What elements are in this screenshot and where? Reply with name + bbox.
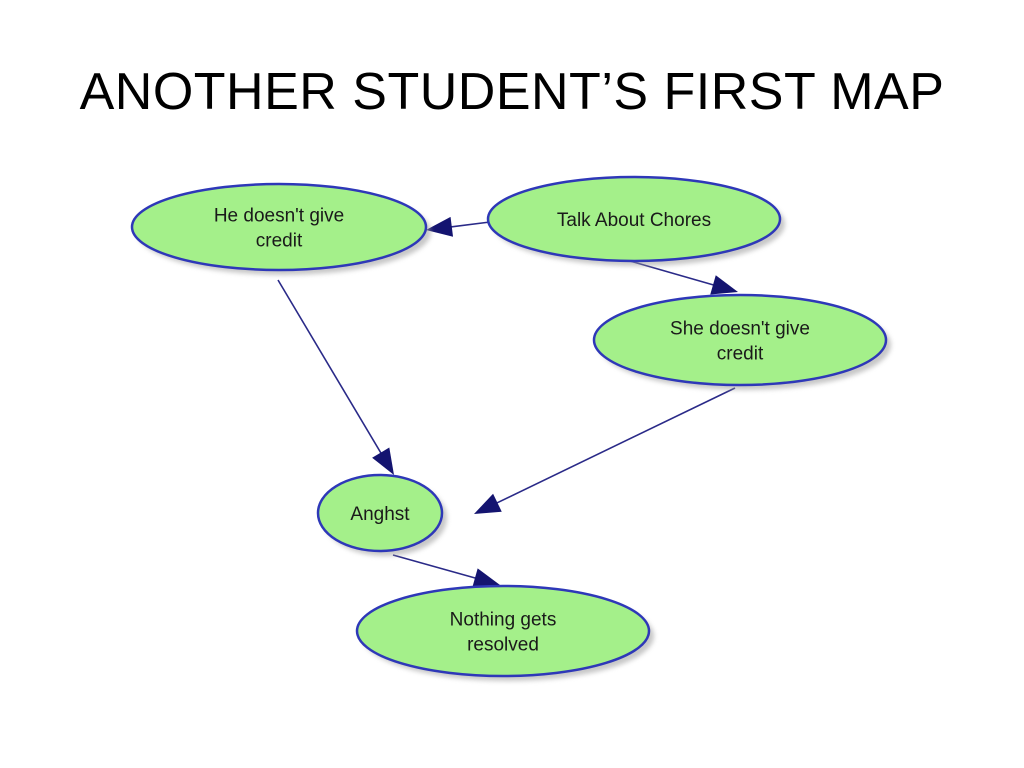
edge-line (495, 387, 736, 505)
node-label: resolved (467, 635, 539, 656)
arrowhead-icon (426, 216, 454, 237)
edge-she-to-anghst (474, 387, 736, 514)
node-anghst: Anghst (316, 473, 447, 556)
node-ellipse (355, 584, 651, 678)
node-she: She doesn't give credit (592, 293, 891, 390)
node-label: Anghst (350, 504, 410, 525)
node-ellipse (130, 182, 428, 272)
edge-anghst-to-nothing (392, 554, 500, 588)
slide-title: ANOTHER STUDENT’S FIRST MAP (79, 63, 945, 121)
node-nothing: Nothing gets resolved (355, 584, 654, 681)
node-ellipse (592, 293, 888, 387)
arrowhead-icon (474, 493, 502, 514)
edge-talk-to-he (426, 216, 491, 237)
arrowhead-icon (372, 447, 394, 475)
node-label: He doesn't give (214, 206, 344, 227)
arrowhead-icon (710, 275, 738, 295)
node-label: Nothing gets (450, 610, 557, 631)
node-ellipse (316, 473, 444, 553)
edge-talk-to-she (629, 260, 738, 295)
node-label: credit (717, 344, 764, 365)
arrowhead-icon (472, 568, 500, 588)
node-ellipse (486, 175, 782, 263)
node-label: Talk About Chores (557, 210, 711, 231)
node-he: He doesn't give credit (130, 182, 431, 275)
nodes: He doesn't give credit Talk About ChoresSh… (130, 175, 891, 681)
edge-line (449, 221, 491, 228)
edge-line (392, 554, 478, 580)
edge-he-to-anghst (277, 279, 394, 475)
node-label: She doesn't give (670, 319, 810, 340)
node-label: credit (256, 231, 303, 252)
edge-line (277, 279, 383, 455)
node-talk: Talk About Chores (486, 175, 785, 266)
